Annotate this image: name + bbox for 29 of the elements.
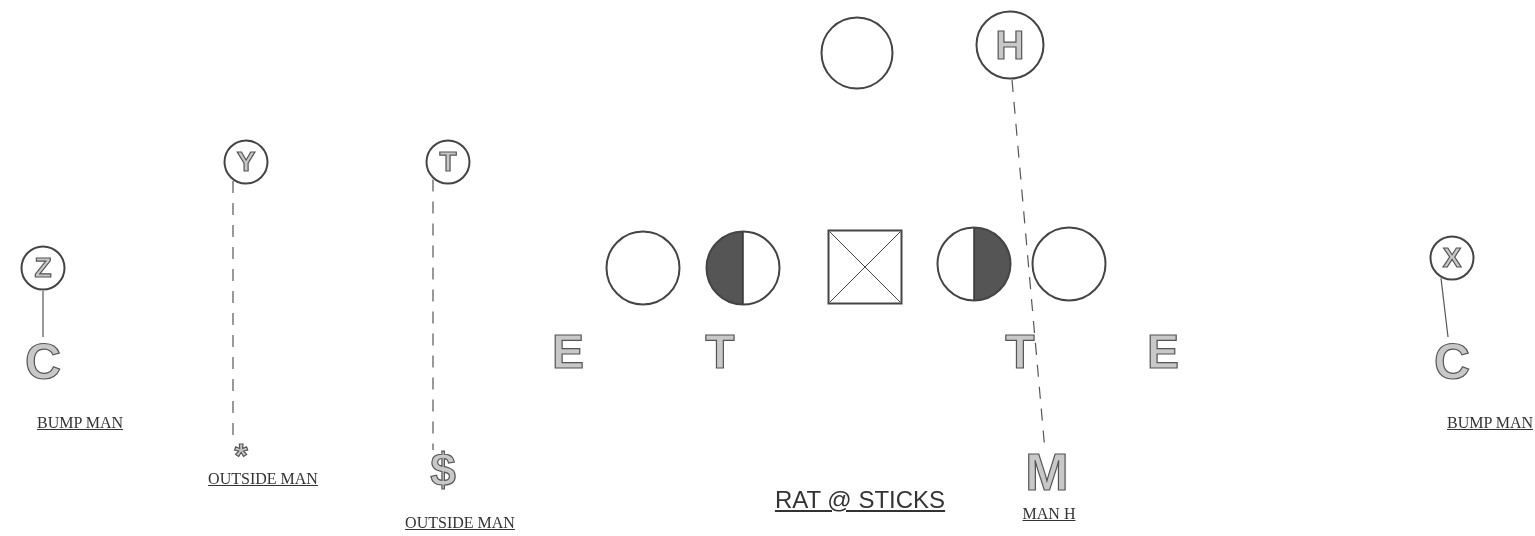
defender-letter: C bbox=[1433, 337, 1471, 387]
position-label: MAN H bbox=[1022, 505, 1076, 523]
dashed-line bbox=[432, 178, 434, 451]
defender-letter: C bbox=[24, 337, 62, 387]
player-letter: Y bbox=[236, 148, 256, 176]
half-filled-circle bbox=[936, 226, 1012, 302]
half-filled-circle bbox=[705, 230, 781, 306]
position-label: OUTSIDE MAN bbox=[405, 514, 515, 532]
defender-letter: M bbox=[1025, 446, 1069, 498]
player-letter: Z bbox=[34, 254, 52, 282]
defender-letter: $ bbox=[430, 447, 456, 493]
defender-letter: T bbox=[705, 328, 735, 376]
defender-letter: * bbox=[234, 438, 248, 472]
defender-letter: T bbox=[1005, 328, 1035, 376]
player-circle bbox=[605, 230, 681, 306]
center-square bbox=[827, 229, 903, 305]
position-label: BUMP MAN bbox=[1446, 414, 1534, 432]
connector-line bbox=[42, 290, 44, 338]
player-circle bbox=[820, 16, 894, 90]
call-label: RAT @ STICKS bbox=[774, 488, 946, 512]
position-label: OUTSIDE MAN bbox=[208, 470, 318, 488]
player-letter: X bbox=[1442, 244, 1462, 272]
player-letter: T bbox=[439, 148, 457, 176]
player-circle bbox=[1031, 226, 1107, 302]
defender-letter: E bbox=[1147, 328, 1179, 376]
player-letter: H bbox=[995, 25, 1025, 65]
position-label: BUMP MAN bbox=[36, 414, 124, 432]
defender-letter: E bbox=[552, 328, 584, 376]
connector-line bbox=[1440, 277, 1449, 338]
